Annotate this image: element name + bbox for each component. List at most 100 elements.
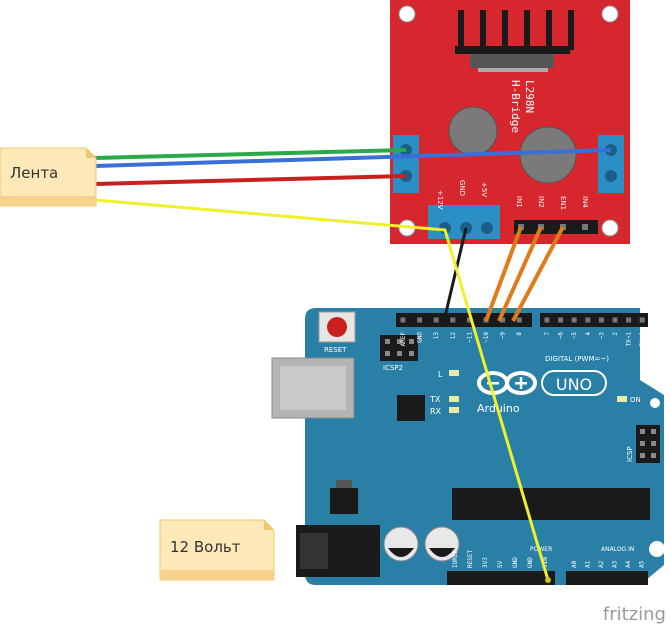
wire-orange-3 bbox=[511, 226, 565, 322]
pin-label: ~11 bbox=[466, 332, 473, 343]
motor-terminal-left bbox=[393, 135, 419, 193]
digital-label: DIGITAL (PWM=~) bbox=[545, 355, 609, 363]
pin-label: 4 bbox=[585, 332, 592, 336]
pin-label: TX→1 bbox=[626, 332, 633, 347]
atmega-chip bbox=[452, 488, 650, 520]
wire-black bbox=[442, 227, 468, 322]
led-l bbox=[449, 370, 459, 376]
led-l-label: L bbox=[438, 370, 443, 379]
wire-orange-2 bbox=[497, 226, 543, 322]
mount-hole-tl bbox=[398, 5, 416, 23]
header-pin bbox=[544, 317, 550, 323]
pin-label: 8 bbox=[516, 332, 523, 336]
icsp2-label: ICSP2 bbox=[383, 364, 403, 372]
pin-label: ~6 bbox=[558, 332, 565, 340]
led-rx-label: RX bbox=[430, 407, 442, 416]
digital-header-right bbox=[540, 313, 648, 327]
header-pin bbox=[558, 317, 564, 323]
header-pin bbox=[400, 317, 406, 323]
led-on bbox=[617, 396, 627, 402]
header-pin bbox=[500, 317, 506, 323]
pin-label: 2 bbox=[612, 332, 619, 336]
header-pin bbox=[433, 317, 439, 323]
reset-button bbox=[318, 311, 356, 343]
pin-label: ~10 bbox=[483, 332, 490, 343]
pin-label: ~5 bbox=[571, 332, 578, 340]
wire-yellow bbox=[94, 198, 550, 581]
wire-blue bbox=[94, 148, 612, 168]
l298n-board bbox=[390, 0, 630, 244]
driver-capacitor-1 bbox=[448, 106, 498, 156]
header-pin bbox=[612, 317, 618, 323]
pin-label: 3V3 bbox=[482, 557, 489, 568]
arduino-hole-2 bbox=[649, 541, 665, 557]
arduino-uno: RESET ICSP2 bbox=[271, 308, 665, 585]
heatsink bbox=[455, 10, 574, 72]
pin-label: IOREF bbox=[452, 550, 459, 568]
pin-label: 7 bbox=[544, 332, 551, 336]
voltage-regulator bbox=[330, 480, 358, 514]
input-label-in2: IN2 bbox=[537, 196, 545, 208]
pin-label: ~9 bbox=[500, 332, 507, 340]
pin-label-5v: +5V bbox=[480, 182, 488, 197]
driver-model-label: L298N bbox=[523, 80, 536, 113]
pin-label: A3 bbox=[612, 560, 619, 568]
pin-label: GND bbox=[417, 332, 424, 343]
driver-capacitor-2 bbox=[519, 126, 577, 184]
wires bbox=[94, 148, 612, 583]
arduino-capacitor-1 bbox=[383, 526, 419, 562]
led-tx bbox=[449, 396, 459, 402]
pin-label-gnd: GND bbox=[458, 180, 466, 196]
header-pin bbox=[598, 317, 604, 323]
icsp2-header bbox=[380, 335, 418, 361]
power-terminal bbox=[428, 205, 500, 239]
header-pin bbox=[585, 317, 591, 323]
analog-header bbox=[566, 571, 648, 585]
note-tape-label: Лента bbox=[10, 164, 58, 182]
pin-label: A2 bbox=[598, 560, 605, 568]
digital-header-left bbox=[396, 313, 532, 327]
driver-subtitle-label: H-Bridge bbox=[509, 80, 522, 133]
wire-end-vin bbox=[545, 577, 551, 583]
pin-label: A4 bbox=[625, 560, 632, 568]
uno-label: UNO bbox=[556, 375, 592, 394]
header-pin bbox=[450, 317, 456, 323]
arduino-hole-3 bbox=[650, 398, 660, 408]
wire-red bbox=[94, 174, 407, 186]
fritzing-watermark: fritzing bbox=[603, 604, 666, 625]
on-label: ON bbox=[630, 396, 641, 404]
header-pin bbox=[417, 317, 423, 323]
header-pin bbox=[626, 317, 632, 323]
power-jack bbox=[296, 525, 380, 577]
pin-label: 5V bbox=[497, 560, 504, 568]
pin-label: GND bbox=[512, 557, 519, 568]
power-header bbox=[447, 571, 555, 585]
arduino-capacitor-2 bbox=[424, 526, 460, 562]
input-label-in1: IN1 bbox=[515, 196, 523, 208]
note-volts-label: 12 Вольт bbox=[170, 538, 241, 556]
reset-label: RESET bbox=[324, 346, 347, 354]
pin-label: RESET bbox=[467, 550, 474, 568]
icsp-label: ICSP bbox=[626, 446, 634, 462]
note-volts: 12 Вольт bbox=[159, 519, 275, 581]
pin-label: A5 bbox=[639, 560, 646, 568]
note-tape: Лента bbox=[0, 147, 97, 207]
pin-label: AREF bbox=[400, 332, 407, 347]
mount-hole-br bbox=[601, 219, 619, 237]
l298n-module: L298N H-Bridge +12V GND +5V bbox=[390, 0, 630, 244]
pin-label: A0 bbox=[571, 560, 578, 568]
input-header bbox=[514, 220, 598, 234]
header-pin bbox=[639, 317, 645, 323]
pin-label-12v: +12V bbox=[436, 190, 444, 210]
l298n-chip bbox=[470, 54, 554, 68]
icsp-header bbox=[636, 425, 660, 463]
wire-green bbox=[94, 148, 407, 160]
header-pin bbox=[516, 317, 522, 323]
led-tx-label: TX bbox=[429, 395, 441, 404]
pin-label: VIN bbox=[542, 557, 549, 568]
mount-hole-tr bbox=[601, 5, 619, 23]
pin-label: ~3 bbox=[598, 332, 605, 340]
usb-connector bbox=[271, 357, 355, 419]
